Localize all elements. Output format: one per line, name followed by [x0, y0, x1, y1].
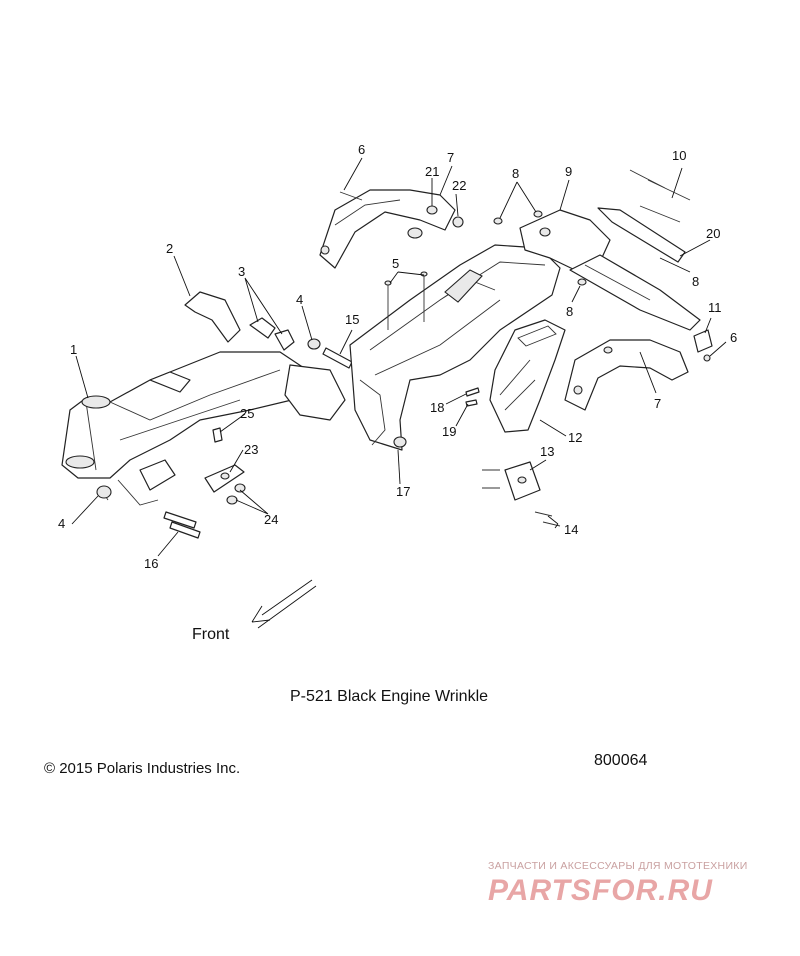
callout-25: 25	[240, 406, 254, 421]
drawing-number: 800064	[594, 752, 648, 769]
fitting-part-25	[212, 427, 223, 443]
callout-14: 14	[564, 522, 578, 537]
callout-20: 20	[706, 226, 720, 241]
watermark-logo: PARTSFOR.RU	[488, 874, 713, 907]
callout-11: 11	[708, 300, 722, 315]
callout-8-upper: 8	[512, 166, 519, 181]
callout-12: 12	[568, 430, 582, 445]
callout-17: 17	[396, 484, 410, 499]
callout-18: 18	[430, 400, 444, 415]
callout-6-upper: 6	[358, 142, 365, 157]
callout-24: 24	[264, 512, 278, 527]
callout-3: 3	[238, 264, 245, 279]
pin-part-15	[322, 347, 353, 369]
subframe-bracket-part-7-right	[564, 339, 689, 411]
callout-4-lower: 4	[58, 516, 65, 531]
center-frame-part-17	[349, 244, 561, 451]
fastener-part-10	[629, 169, 691, 223]
bracket-part-2	[184, 291, 241, 343]
bolt-part-14	[482, 469, 561, 527]
callout-9: 9	[565, 164, 572, 179]
fastener-part-19	[465, 399, 478, 407]
link-plate-part-23	[204, 464, 245, 493]
callout-1: 1	[70, 342, 77, 357]
callout-19: 19	[442, 424, 456, 439]
spacer-part-4	[307, 338, 321, 350]
fastener-part-18	[465, 387, 480, 397]
callout-16: 16	[144, 556, 158, 571]
callout-6-right: 6	[730, 330, 737, 345]
callout-15: 15	[345, 312, 359, 327]
callout-4-upper: 4	[296, 292, 303, 307]
bolt-part-5	[384, 271, 428, 330]
callout-10: 10	[672, 148, 686, 163]
front-frame-part	[61, 351, 346, 506]
bolt-part-8	[493, 210, 587, 286]
pin-part-16	[163, 511, 201, 539]
leader-lines	[71, 157, 727, 557]
rail-part-20	[597, 207, 686, 263]
copyright-notice: © 2015 Polaris Industries Inc.	[44, 760, 241, 777]
bushing-part-22	[452, 216, 464, 228]
callout-labels: 1 2 3 4 4 5 6 6 7 7 8 8 8 9 10 11 12 13 …	[58, 142, 737, 571]
callout-2: 2	[166, 241, 173, 256]
spacer-part-21	[407, 205, 438, 239]
callout-5: 5	[392, 256, 399, 271]
bolt-part-6-left	[339, 191, 363, 201]
bolt-part-6-right	[703, 354, 711, 362]
callout-21: 21	[425, 164, 439, 179]
nut-part-24	[226, 483, 246, 505]
front-direction-arrow	[251, 579, 317, 629]
clamp-part-3	[249, 317, 295, 351]
watermark-tagline: ЗАПЧАСТИ И АКСЕССУАРЫ ДЛЯ МОТОТЕХНИКИ	[488, 860, 748, 872]
callout-8-right: 8	[692, 274, 699, 289]
front-direction-label: Front	[192, 626, 230, 643]
callout-7-upper: 7	[447, 150, 454, 165]
callout-13: 13	[540, 444, 554, 459]
rear-subframe-part-9	[519, 209, 701, 331]
bracket-part-13	[504, 461, 541, 501]
callout-8-middle: 8	[566, 304, 573, 319]
callout-23: 23	[244, 442, 258, 457]
air-intake-part-12	[489, 319, 566, 433]
clip-part-11	[693, 329, 713, 353]
callout-22: 22	[452, 178, 466, 193]
subframe-bracket-part-7-left	[319, 189, 456, 269]
diagram-caption: P-521 Black Engine Wrinkle	[290, 688, 489, 705]
callout-7-lower: 7	[654, 396, 661, 411]
watermark: ЗАПЧАСТИ И АКСЕССУАРЫ ДЛЯ МОТОТЕХНИКИ PA…	[488, 860, 788, 908]
